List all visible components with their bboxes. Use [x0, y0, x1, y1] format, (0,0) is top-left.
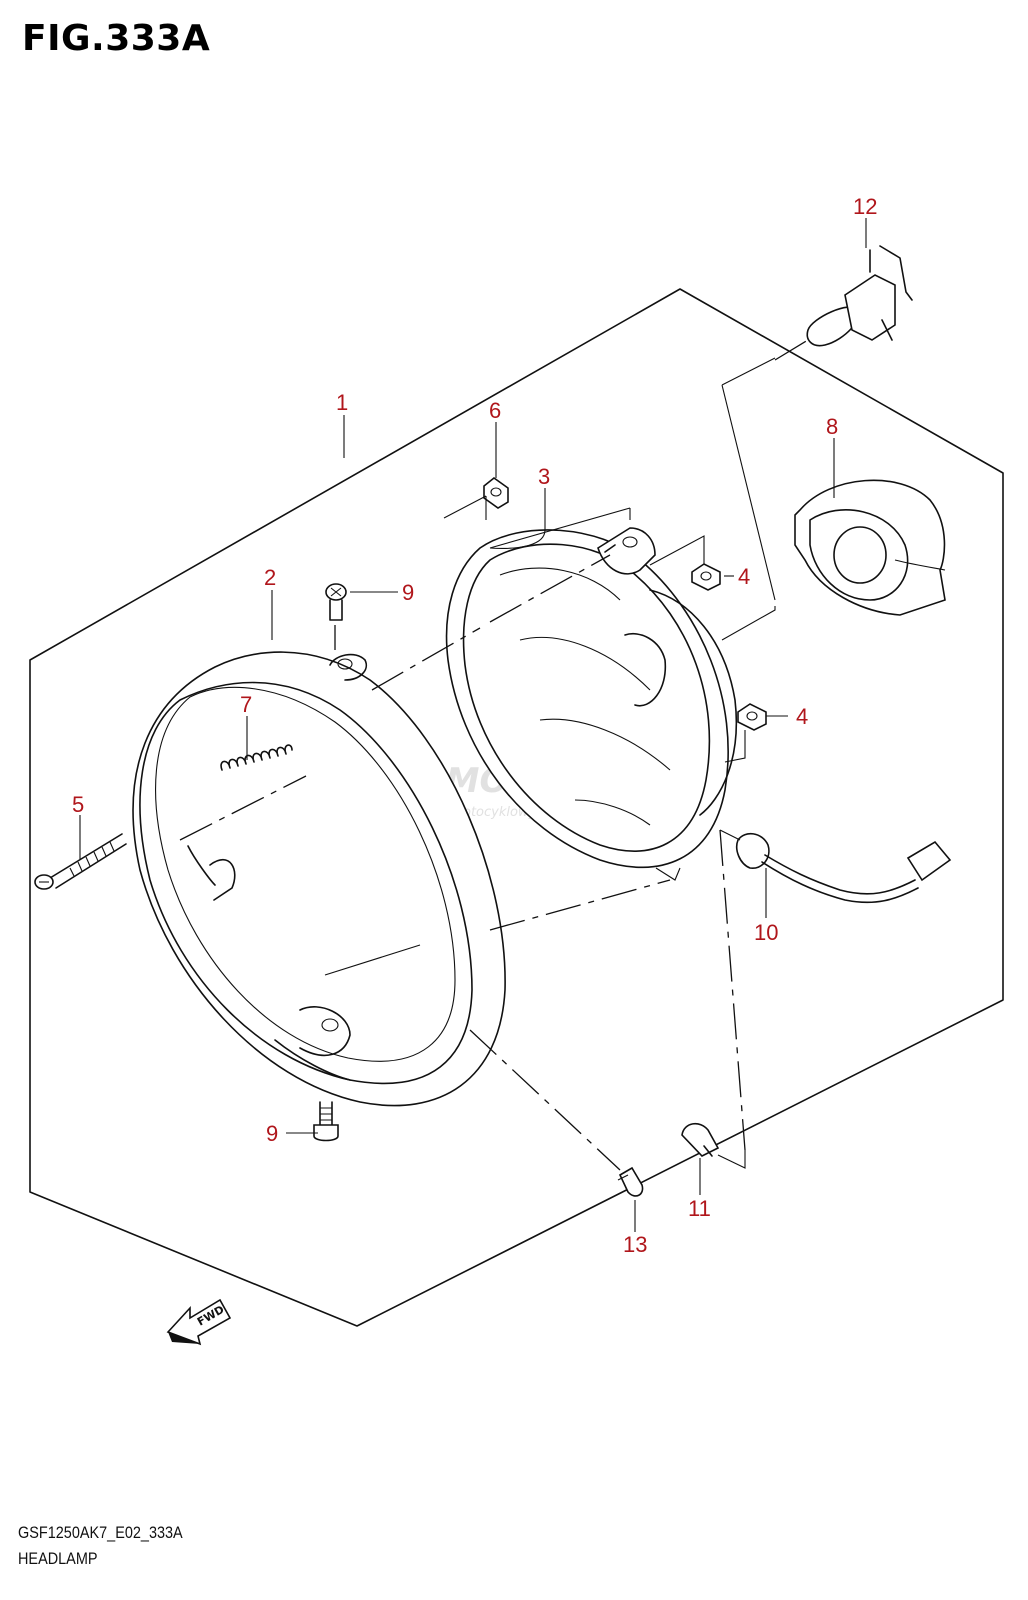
fwd-marker: FWD	[166, 1298, 232, 1346]
callout-1: 1	[336, 390, 348, 415]
bulb-11	[681, 1122, 720, 1157]
dust-cover-8	[794, 479, 946, 616]
screw-5	[34, 833, 127, 890]
callout-8: 8	[826, 414, 838, 439]
callout-9-top: 9	[402, 580, 414, 605]
callout-labels: 1 2 3 4 4 5 6 7 8 9 9 10 11 12 13	[72, 194, 877, 1257]
headlamp-unit	[445, 527, 738, 869]
nut-6	[483, 476, 509, 509]
screw-9-bottom	[313, 1101, 339, 1142]
bulb-12	[806, 245, 913, 347]
figure-title: FIG.333A	[22, 18, 211, 59]
headlamp-rim	[132, 651, 506, 1107]
spring-7	[220, 744, 293, 771]
screw-9-top	[325, 583, 347, 621]
screw-13	[617, 1166, 644, 1197]
nut-4-upper	[691, 563, 721, 591]
callout-4-lower: 4	[796, 704, 808, 729]
figure-footer: GSF1250AK7_E02_333A HEADLAMP	[18, 1520, 183, 1572]
callout-13: 13	[623, 1232, 647, 1257]
assembly-border	[29, 288, 1004, 1327]
section-name: HEADLAMP	[18, 1549, 98, 1568]
callout-12: 12	[853, 194, 877, 219]
callout-4-upper: 4	[738, 564, 750, 589]
model-code: GSF1250AK7_E02_333A	[18, 1523, 183, 1542]
callout-5: 5	[72, 792, 84, 817]
leader-lines	[79, 218, 867, 1232]
nut-4-lower	[737, 703, 767, 731]
callout-2: 2	[264, 565, 276, 590]
callout-3: 3	[538, 464, 550, 489]
socket-10	[735, 832, 952, 904]
callout-10: 10	[754, 920, 778, 945]
callout-7: 7	[240, 692, 252, 717]
callout-6: 6	[489, 398, 501, 423]
callout-11: 11	[688, 1196, 711, 1221]
callout-9-bottom: 9	[266, 1121, 278, 1146]
